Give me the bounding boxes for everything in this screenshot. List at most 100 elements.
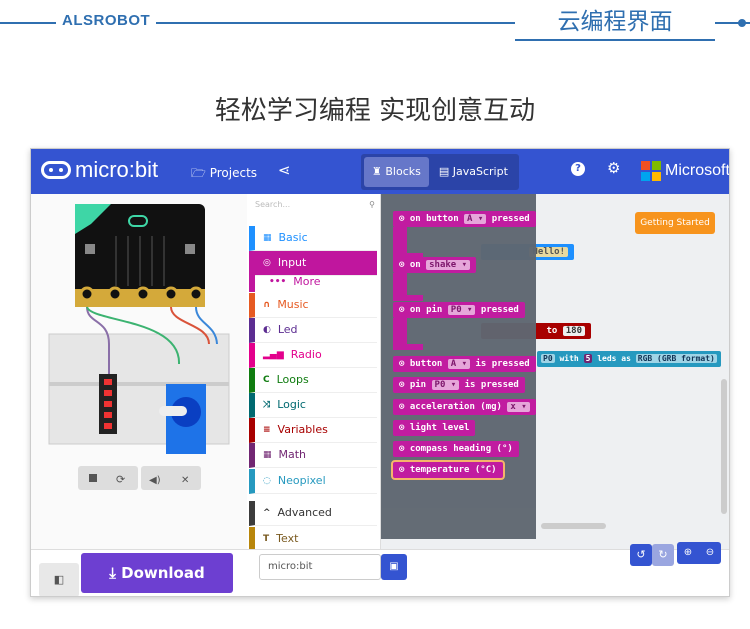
block-text: light level [409,423,470,433]
toolbox: Search...⚲ ▦Basic◎Input•••More ∩ Music ◐Led… [247,194,381,552]
help-icon[interactable]: ? [571,162,585,176]
block-text: button [409,359,443,369]
category-label: Variables [277,423,328,436]
dropdown-value: P0 [450,305,462,315]
horizontal-scrollbar[interactable] [541,523,606,529]
input-block[interactable]: ⊙ pin P0 ▾ is pressed [393,377,525,393]
project-name-input[interactable]: micro:bit [259,554,381,580]
input-block[interactable]: ⊙ on pin P0 ▾ pressed [393,302,525,318]
category-advanced[interactable]: ^ Advanced [249,501,377,526]
neo-pin: P0 [541,354,555,363]
neopixel-block[interactable]: P0 with 5 leds as RGB (GRB format) [537,351,721,367]
dropdown-value: A [467,214,473,224]
category-variables[interactable]: ≡ Variables [249,418,377,443]
input-block[interactable]: ⊙ light level [393,420,476,436]
event-block-body [393,318,407,348]
projects-button[interactable]: 🗁 Projects [191,164,257,185]
input-block[interactable]: ⊙ compass heading (°) [393,441,519,457]
block-dropdown[interactable]: A ▾ [464,214,487,224]
category-input[interactable]: ◎Input [249,251,377,276]
simulator-board[interactable]: ⟳◀)✕ [31,194,247,549]
block-text: on pin [409,305,443,315]
tab-javascript[interactable]: ▤ JavaScript [431,157,516,187]
input-block[interactable]: ⊙ button A ▾ is pressed [393,356,536,372]
getting-started-button[interactable]: Getting Started [635,212,715,234]
neo-with: with [559,354,579,363]
block-text: pressed [480,305,519,315]
undo-button[interactable]: ↺ [630,544,652,566]
block-text: is pressed [464,380,519,390]
tab-label: JavaScript [452,165,508,178]
block-dropdown[interactable]: x ▾ [507,402,530,412]
zoom-in-icon[interactable]: ⊕ [683,547,693,558]
tab-blocks[interactable]: ♜ Blocks [364,157,429,187]
category-label: More [293,275,321,288]
neo-count: 5 [583,354,593,363]
svg-text:✕: ✕ [181,475,189,486]
category-neopixel[interactable]: ◌Neopixel [249,469,377,494]
target-icon: ⊙ [399,402,405,412]
block-dropdown[interactable]: A ▾ [447,359,471,369]
category-math[interactable]: ▦Math [249,443,377,468]
toolbox-search[interactable]: Search...⚲ [255,200,375,209]
microbit-logo[interactable]: micro:bit [41,157,158,183]
bottom-bar: ◧ ⤓ Download micro:bit ▣ ↺ ↻ ⊕ ⊖ [31,542,729,596]
share-icon[interactable]: ⋖ [278,161,291,179]
category-basic[interactable]: ▦Basic [249,226,377,251]
search-icon: ⚲ [369,200,375,209]
block-dropdown[interactable]: P0 ▾ [431,380,460,390]
gear-icon[interactable]: ⚙ [607,159,621,177]
input-block[interactable]: ⊙ on button A ▾ pressed [393,211,536,227]
category-label: Music [277,298,309,311]
input-block[interactable]: ⊙ temperature (°C) [391,460,505,480]
input-flyout: ⊙ on button A ▾ pressed⊙ on shake ▾⊙ on … [381,194,536,539]
list-icon: ≡ [263,425,271,435]
target-icon: ⊙ [399,260,405,270]
block-text: temperature (°C) [409,465,497,475]
makecode-window: micro:bit 🗁 Projects ⋖ ♜ Blocks ▤ JavaSc… [30,148,730,597]
category-music[interactable]: ∩ Music [249,293,377,318]
block-dropdown[interactable]: P0 ▾ [447,305,476,315]
section-tag: 云编程界面 [515,5,715,41]
logo-text: micro:bit [75,157,159,182]
input-block[interactable]: ⊙ on shake ▾ [393,257,477,273]
vertical-scrollbar[interactable] [721,379,727,514]
dropdown-value: x [510,402,516,412]
target-icon: ⊙ [399,465,405,475]
grid-icon: ▦ [263,233,272,243]
target-icon: ⊙ [399,380,405,390]
block-text: is pressed [475,359,530,369]
save-icon[interactable]: ▣ [381,554,407,580]
zoom-out-icon[interactable]: ⊖ [705,547,715,558]
category-radio[interactable]: ▂▄▆Radio [249,343,377,368]
target-icon: ⊙ [399,444,405,454]
dropdown-value: shake [429,260,457,270]
block-text: on button [409,214,459,224]
category-label: Math [278,448,307,461]
block-text: acceleration (mg) [409,402,502,412]
redo-button[interactable]: ↻ [652,544,674,566]
target-icon: ◎ [263,258,271,268]
category-logic[interactable]: ⤨ Logic [249,393,377,418]
headphones-icon: ∩ [263,300,271,310]
category-label: Text [276,532,299,545]
block-dropdown[interactable]: shake ▾ [426,260,471,270]
category-more[interactable]: •••More [249,272,377,292]
input-block[interactable]: ⊙ acceleration (mg) x ▾ [393,399,536,415]
header-rule [0,22,750,24]
category-label: Loops [276,373,309,386]
collapse-sim-button[interactable]: ◧ [39,563,79,596]
microsoft-icon [641,161,661,181]
category-led[interactable]: ◐Led [249,318,377,343]
chevron-up-icon: ^ [263,508,271,518]
target-icon: ⊙ [399,423,405,433]
shuffle-icon: ⤨ [263,400,271,410]
rule-dot [738,19,746,27]
dropdown-value: P0 [434,380,446,390]
category-label: Logic [277,398,306,411]
microsoft-logo[interactable]: Microsoft [641,161,729,181]
category-label: Advanced [277,506,332,519]
download-button[interactable]: ⤓ Download [81,553,233,593]
blocks-icon: ♜ [372,165,382,178]
